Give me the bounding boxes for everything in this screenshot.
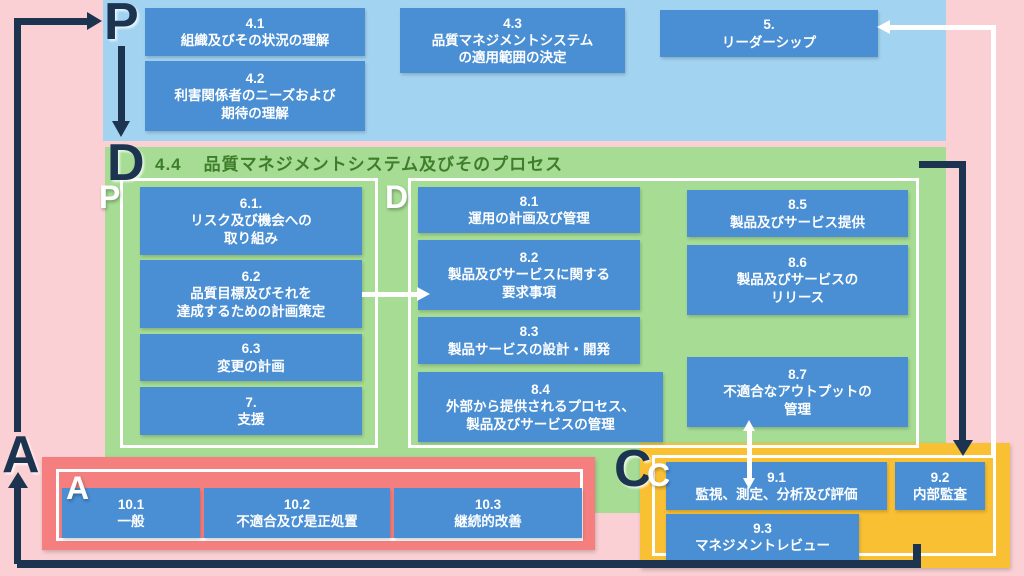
box-6-3: 6.3 変更の計画 <box>140 334 362 381</box>
box-9-1-label: 監視、測定、分析及び評価 <box>695 487 858 502</box>
act-letter: A <box>2 426 40 484</box>
arrow-check-to-act-stub <box>913 544 921 564</box>
box-10-3-num: 10.3 <box>474 496 502 512</box>
qms-heading-number: 4.4 <box>155 155 182 174</box>
box-9-3-num: 9.3 <box>753 520 772 536</box>
arrow-check-to-leadership-hline <box>890 25 993 30</box>
do-frame <box>408 178 919 448</box>
box-8-5-label: 製品及びサービス提供 <box>730 214 865 230</box>
box-8-4-num: 8.4 <box>531 382 550 398</box>
box-8-7-label: 不適合なアウトプットの 管理 <box>723 384 872 417</box>
box-6-3-label: 変更の計画 <box>217 358 285 374</box>
box-10-2-num: 10.2 <box>283 496 311 512</box>
arrow-check-to-act-vline <box>14 488 21 564</box>
box-4-3-num: 4.3 <box>503 15 522 31</box>
box-10-2-label: 不適合及び是正処置 <box>236 514 358 529</box>
box-8-2: 8.2 製品及びサービスに関する 要求事項 <box>418 240 640 310</box>
box-6-1-label: リスク及び機会への 取り組み <box>190 213 312 246</box>
arrow-check-monitor-down-head-icon <box>743 478 755 489</box>
arrow-plan-to-qms-line <box>118 46 125 122</box>
box-10-2: 10.2 不適合及び是正処置 <box>204 488 390 538</box>
box-6-1: 6.1. リスク及び機会への 取り組み <box>140 187 362 255</box>
box-10-3-label: 継続的改善 <box>454 514 522 529</box>
box-8-3-num: 8.3 <box>519 324 539 340</box>
box-9-2: 9.2 内部監査 <box>895 462 985 510</box>
box-6-2: 6.2 品質目標及びそれを 達成するための計画策定 <box>140 260 362 328</box>
box-8-5: 8.5 製品及びサービス提供 <box>687 190 908 237</box>
box-6-1-num: 6.1. <box>239 196 263 212</box>
arrow-check-to-act-hline <box>17 560 921 568</box>
arrow-plan-to-do-head-icon <box>417 287 430 301</box>
box-8-7-num: 8.7 <box>788 367 807 383</box>
box-5-num: 5. <box>763 17 775 33</box>
box-7: 7. 支援 <box>140 387 362 435</box>
box-8-5-num: 8.5 <box>788 197 807 213</box>
box-6-3-num: 6.3 <box>241 341 261 357</box>
arrow-plan-to-do-line <box>362 292 417 297</box>
box-8-2-label: 製品及びサービスに関する 要求事項 <box>448 267 610 300</box>
arrow-act-to-plan-head-icon <box>87 12 102 30</box>
arrow-act-to-plan-vline <box>14 21 21 432</box>
box-6-2-label: 品質目標及びそれを 達成するための計画策定 <box>176 286 326 319</box>
box-4-1-num: 4.1 <box>245 15 265 31</box>
box-10-1-num: 10.1 <box>117 496 145 512</box>
box-4-1: 4.1 組織及びその状況の理解 <box>145 8 365 56</box>
box-9-3: 9.3 マネジメントレビュー <box>666 514 859 560</box>
box-7-label: 支援 <box>237 412 265 427</box>
box-8-1-num: 8.1 <box>519 193 539 209</box>
check-letter: C <box>614 440 652 498</box>
arrow-do-to-check-hline <box>919 161 966 168</box>
act-frame-letter: A <box>66 470 90 506</box>
box-10-1: 10.1 一般 <box>62 488 200 538</box>
box-8-7: 8.7 不適合なアウトプットの 管理 <box>687 357 908 427</box>
arrow-act-to-plan-hline <box>14 18 88 25</box>
box-8-3: 8.3 製品サービスの設計・開発 <box>418 317 640 364</box>
box-9-1: 9.1 監視、測定、分析及び評価 <box>666 462 887 510</box>
box-8-6-num: 8.6 <box>788 255 807 271</box>
box-9-2-label: 内部監査 <box>913 487 967 502</box>
box-4-3-label: 品質マネジメントシステム の適用範囲の決定 <box>431 32 594 66</box>
plan-letter: P <box>104 0 139 51</box>
box-4-1-label: 組織及びその状況の理解 <box>180 33 330 48</box>
check-frame-letter: C <box>647 457 671 493</box>
box-8-2-num: 8.2 <box>519 250 539 266</box>
qms-heading-text: 品質マネジメントシステム及びそのプロセス <box>203 155 564 174</box>
arrow-do-to-check-head-icon <box>953 440 973 456</box>
box-9-1-num: 9.1 <box>767 469 786 485</box>
box-8-4-label: 外部から提供されるプロセス、 製品及びサービスの管理 <box>446 399 635 432</box>
box-4-2-num: 4.2 <box>245 71 265 87</box>
box-6-2-num: 6.2 <box>241 269 261 285</box>
box-9-3-label: マネジメントレビュー <box>695 538 830 553</box>
box-4-2-label: 利害関係者のニーズおよび 期待の理解 <box>174 88 336 121</box>
arrow-plan-to-qms-head-icon <box>112 121 130 137</box>
box-5: 5. リーダーシップ <box>660 10 878 57</box>
do-frame-letter: D <box>385 179 409 215</box>
box-9-2-num: 9.2 <box>930 469 950 485</box>
box-10-3: 10.3 継続的改善 <box>394 488 582 538</box>
box-10-1-label: 一般 <box>117 514 145 529</box>
box-4-3: 4.3 品質マネジメントシステム の適用範囲の決定 <box>400 8 625 73</box>
plan-frame-letter: P <box>99 179 121 215</box>
box-8-4: 8.4 外部から提供されるプロセス、 製品及びサービスの管理 <box>418 372 663 442</box>
arrow-do-to-check-vline <box>959 161 966 442</box>
box-4-2: 4.2 利害関係者のニーズおよび 期待の理解 <box>145 61 365 131</box>
box-7-num: 7. <box>245 394 257 410</box>
box-8-3-label: 製品サービスの設計・開発 <box>448 341 610 357</box>
arrow-check-monitor-line <box>747 431 752 478</box>
box-8-1-label: 運用の計画及び管理 <box>468 211 590 226</box>
plan-frame <box>120 178 378 448</box>
arrow-check-to-act-head-icon <box>8 472 28 488</box>
arrow-check-to-leadership-vline <box>991 25 996 458</box>
box-8-6-label: 製品及びサービスの リリース <box>736 272 859 305</box>
arrow-check-monitor-up-head-icon <box>743 420 755 431</box>
box-5-label: リーダーシップ <box>721 34 817 50</box>
box-8-6: 8.6 製品及びサービスの リリース <box>687 245 908 315</box>
box-8-1: 8.1 運用の計画及び管理 <box>418 187 640 233</box>
do-letter: D <box>107 134 145 192</box>
arrow-check-to-leadership-head-icon <box>877 20 890 34</box>
qms-heading: 4.4 品質マネジメントシステム及びそのプロセス <box>155 150 563 175</box>
